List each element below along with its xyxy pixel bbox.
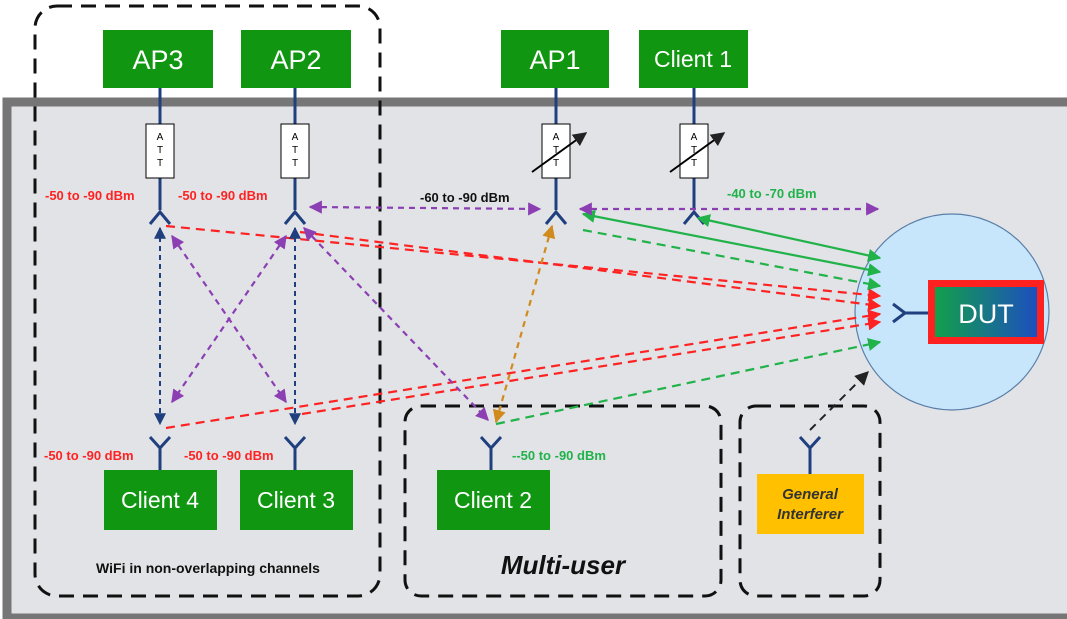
svg-text:AP2: AP2 (270, 45, 321, 75)
power-label-client4: -50 to -90 dBm (44, 448, 134, 463)
green-client-links (495, 209, 882, 426)
node-ap3: AP3 (103, 30, 213, 88)
svg-text:T: T (157, 145, 163, 156)
svg-text:AP3: AP3 (132, 45, 183, 75)
variable-arrow-icon (531, 132, 588, 173)
multiuser-group-label: Multi-user (501, 550, 627, 580)
svg-text:T: T (553, 158, 559, 169)
svg-text:T: T (691, 158, 697, 169)
power-label-ap1: -60 to -90 dBm (420, 190, 510, 205)
svg-text:A: A (691, 132, 698, 143)
svg-text:T: T (553, 145, 559, 156)
svg-text:Client 3: Client 3 (257, 487, 335, 513)
wifi-group-label: WiFi in non-overlapping channels (96, 560, 320, 576)
power-label-client1: -40 to -70 dBm (727, 186, 817, 201)
node-client4: Client 4 (104, 470, 217, 530)
node-client3: Client 3 (240, 470, 353, 530)
svg-text:A: A (292, 132, 299, 143)
attenuator-ap2: A T T (280, 123, 310, 179)
power-label-ap2: -50 to -90 dBm (178, 188, 268, 203)
power-label-client3: -50 to -90 dBm (184, 448, 274, 463)
power-label-ap3: -50 to -90 dBm (45, 188, 135, 203)
svg-text:T: T (691, 145, 697, 156)
purple-links (171, 200, 880, 421)
svg-text:AP1: AP1 (529, 45, 580, 75)
variable-attenuator-client1: A T T (669, 123, 726, 179)
variable-arrow-icon (669, 132, 726, 173)
svg-text:Client 2: Client 2 (454, 487, 532, 513)
orange-link (492, 224, 556, 424)
node-ap1: AP1 (501, 30, 609, 88)
node-ap2: AP2 (241, 30, 351, 88)
svg-text:T: T (292, 145, 298, 156)
multiuser-group-box (403, 404, 723, 598)
svg-text:T: T (292, 158, 298, 169)
svg-text:Client 1: Client 1 (654, 46, 732, 72)
navy-links (154, 226, 301, 426)
variable-attenuator-ap1: A T T (531, 123, 588, 179)
svg-text:Interferer: Interferer (777, 506, 844, 523)
svg-text:A: A (157, 132, 164, 143)
node-general-interferer: General Interferer (757, 474, 864, 534)
svg-text:T: T (157, 158, 163, 169)
attenuator-ap3: A T T (145, 123, 175, 179)
node-client1: Client 1 (639, 30, 748, 88)
svg-text:A: A (553, 132, 560, 143)
node-dut: DUT (928, 280, 1044, 344)
node-client2: Client 2 (437, 470, 550, 530)
svg-text:DUT: DUT (958, 299, 1014, 329)
svg-text:Client 4: Client 4 (121, 487, 199, 513)
dut-antenna-icon (892, 302, 930, 324)
antenna-icon (148, 435, 822, 474)
svg-text:General: General (782, 486, 839, 503)
interferer-group-box (738, 404, 882, 598)
power-label-client2: --50 to -90 dBm (512, 448, 606, 463)
